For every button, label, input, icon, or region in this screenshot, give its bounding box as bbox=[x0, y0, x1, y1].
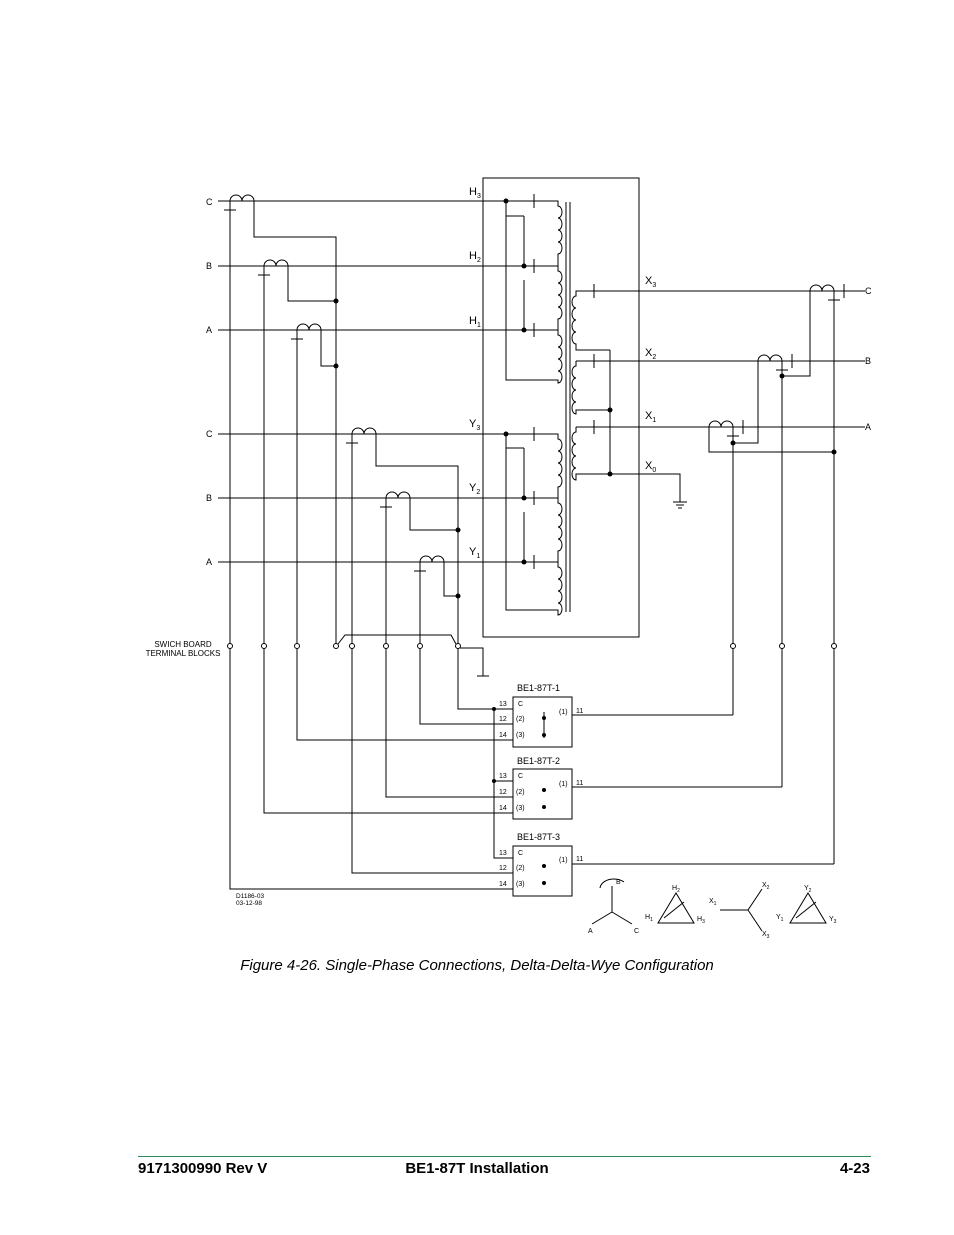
svg-text:X1: X1 bbox=[709, 898, 717, 907]
svg-text:13: 13 bbox=[499, 773, 507, 780]
svg-text:(1): (1) bbox=[559, 709, 568, 716]
svg-text:X3: X3 bbox=[645, 275, 656, 289]
footer-page-number: 4-23 bbox=[839, 1160, 870, 1177]
svg-text:(2): (2) bbox=[516, 789, 525, 796]
svg-text:BE1-87T-2: BE1-87T-2 bbox=[517, 756, 560, 766]
phase-label: B bbox=[865, 356, 871, 366]
svg-text:X1: X1 bbox=[645, 410, 656, 424]
phasor-labels: B A C H2 H1 H3 X1 X2 X3 Y2 Y1 Y3 bbox=[588, 879, 837, 940]
svg-text:11: 11 bbox=[576, 780, 583, 787]
svg-text:Y1: Y1 bbox=[469, 546, 480, 560]
svg-text:X0: X0 bbox=[645, 460, 656, 474]
phase-label: B bbox=[206, 261, 212, 271]
svg-text:12: 12 bbox=[499, 865, 507, 872]
left-current-transformers bbox=[224, 194, 459, 646]
svg-text:11: 11 bbox=[576, 856, 583, 863]
terminal-blocks bbox=[227, 643, 837, 649]
svg-text:B: B bbox=[616, 879, 621, 886]
relay-3: BE1-87T-3 13 12 14 C (2) (3) (1) 11 bbox=[499, 832, 583, 888]
right-current-transformers bbox=[708, 284, 845, 646]
switchboard-label: TERMINAL BLOCKS bbox=[146, 649, 221, 658]
svg-text:X3: X3 bbox=[762, 931, 770, 940]
transformer-tank bbox=[482, 177, 640, 638]
svg-text:A: A bbox=[588, 928, 593, 935]
svg-text:H2: H2 bbox=[469, 250, 481, 264]
svg-text:13: 13 bbox=[499, 850, 507, 857]
svg-text:Y3: Y3 bbox=[829, 916, 837, 925]
svg-text:H1: H1 bbox=[645, 914, 653, 923]
left-phase-lines bbox=[218, 200, 534, 563]
phase-label: C bbox=[206, 197, 213, 207]
y-delta-phasor bbox=[789, 892, 827, 924]
svg-text:C: C bbox=[634, 928, 639, 935]
figure-caption: Figure 4-26. Single-Phase Connections, D… bbox=[240, 957, 714, 974]
svg-text:BE1-87T-1: BE1-87T-1 bbox=[517, 683, 560, 693]
relay-boxes bbox=[229, 648, 835, 897]
phase-label: B bbox=[206, 493, 212, 503]
h-winding-delta bbox=[505, 200, 563, 384]
svg-text:Y3: Y3 bbox=[469, 418, 480, 432]
footer-rule bbox=[138, 1156, 871, 1157]
svg-text:C: C bbox=[518, 850, 523, 857]
phase-label: A bbox=[206, 557, 212, 567]
svg-text:Y2: Y2 bbox=[804, 885, 812, 894]
svg-text:(2): (2) bbox=[516, 716, 525, 723]
phase-label: A bbox=[206, 325, 212, 335]
x-wye-phasor bbox=[720, 888, 763, 932]
svg-text:(3): (3) bbox=[516, 805, 525, 812]
svg-text:X2: X2 bbox=[645, 347, 656, 361]
relay-1: BE1-87T-1 13 12 14 C (2) (3) (1) 11 bbox=[499, 683, 583, 739]
phase-label: C bbox=[206, 429, 213, 439]
drawing-date: 03-12-98 bbox=[236, 900, 262, 907]
svg-text:(2): (2) bbox=[516, 865, 525, 872]
phase-label: A bbox=[865, 422, 871, 432]
svg-text:(3): (3) bbox=[516, 732, 525, 739]
svg-text:Y2: Y2 bbox=[469, 482, 480, 496]
svg-text:(1): (1) bbox=[559, 781, 568, 788]
switchboard-label: SWICH BOARD bbox=[154, 640, 212, 649]
phase-label: C bbox=[865, 286, 872, 296]
svg-text:C: C bbox=[518, 773, 523, 780]
drawing-number: D1186-03 bbox=[236, 893, 264, 900]
svg-text:H3: H3 bbox=[469, 186, 481, 200]
svg-text:C: C bbox=[518, 701, 523, 708]
svg-text:BE1-87T-3: BE1-87T-3 bbox=[517, 832, 560, 842]
svg-text:12: 12 bbox=[499, 716, 507, 723]
svg-text:12: 12 bbox=[499, 789, 507, 796]
x-winding-wye bbox=[571, 290, 865, 509]
svg-text:Y1: Y1 bbox=[776, 914, 784, 923]
winding-labels: H3 H2 H1 Y3 Y2 Y1 X3 X2 X1 X0 bbox=[469, 186, 656, 560]
svg-text:(1): (1) bbox=[559, 857, 568, 864]
svg-text:H2: H2 bbox=[672, 885, 680, 894]
svg-text:14: 14 bbox=[499, 732, 507, 739]
h-delta-phasor bbox=[657, 892, 695, 924]
svg-text:H3: H3 bbox=[697, 916, 705, 925]
relay-junction-dots bbox=[492, 707, 546, 885]
svg-text:14: 14 bbox=[499, 805, 507, 812]
rotation-phasor bbox=[591, 878, 633, 925]
bushing-symbols bbox=[533, 194, 595, 569]
svg-text:X2: X2 bbox=[762, 882, 770, 891]
svg-text:13: 13 bbox=[499, 701, 507, 708]
svg-text:(3): (3) bbox=[516, 881, 525, 888]
terminal-jumper bbox=[337, 634, 457, 645]
svg-text:11: 11 bbox=[576, 708, 583, 715]
footer-title: BE1-87T Installation bbox=[405, 1160, 549, 1177]
y-winding-delta bbox=[505, 433, 563, 616]
svg-text:H1: H1 bbox=[469, 315, 481, 329]
junction-dots bbox=[333, 198, 837, 599]
footer-doc-number: 9171300990 Rev V bbox=[138, 1160, 268, 1177]
relay-2: BE1-87T-2 13 12 14 C (2) (3) (1) 11 bbox=[499, 756, 583, 812]
svg-text:14: 14 bbox=[499, 881, 507, 888]
